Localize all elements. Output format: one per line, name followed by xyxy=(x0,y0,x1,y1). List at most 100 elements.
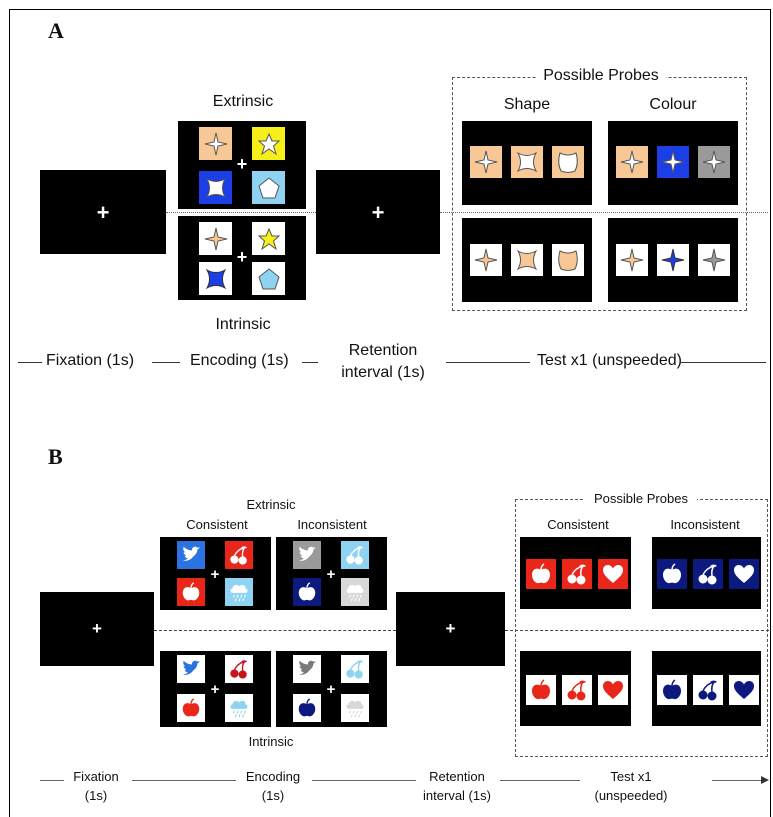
b-intrinsic-inconsistent-screen: + xyxy=(276,651,387,727)
probe-card xyxy=(511,146,543,178)
a-divider-right xyxy=(440,212,768,213)
apple-icon xyxy=(293,694,321,722)
a-fixation-screen: + xyxy=(40,170,166,254)
probe-card xyxy=(470,244,502,276)
probe-card xyxy=(616,146,648,178)
a-probe-col-colour: Colour xyxy=(649,96,697,113)
probe-card xyxy=(552,244,584,276)
a-extrinsic-screen: + xyxy=(178,121,306,209)
b-probe-consistent-intrinsic xyxy=(520,651,631,726)
a-retention-screen: + xyxy=(316,170,440,254)
b-timeline-seg xyxy=(312,780,416,781)
a-intrinsic-screen: + xyxy=(178,216,306,300)
b-fixation-screen: + xyxy=(40,592,154,666)
b-timeline-encoding: Encoding (1s) xyxy=(245,769,301,803)
b-timeline-seg xyxy=(40,780,64,781)
a-timeline-seg xyxy=(302,362,318,363)
heart-icon xyxy=(729,675,759,705)
retention-cross: + xyxy=(445,619,456,638)
a-shape-probe-intrinsic xyxy=(462,218,592,302)
arrow-right-icon xyxy=(761,776,769,784)
b-probe-consistent-extrinsic xyxy=(520,537,631,609)
b-extrinsic-consistent-screen: + xyxy=(160,537,271,610)
cherry-icon xyxy=(693,675,723,705)
bird-icon xyxy=(177,655,205,683)
encoding-cross: + xyxy=(326,566,336,583)
b-timeline-arrow-line xyxy=(712,780,764,781)
a-divider-left xyxy=(166,212,316,213)
cherry-icon xyxy=(341,655,369,683)
a-timeline-seg xyxy=(680,362,766,363)
encoding-cross: + xyxy=(210,681,220,698)
b-timeline-fixation: Fixation (1s) xyxy=(73,769,119,803)
encoding-cross: + xyxy=(326,681,336,698)
a-timeline-encoding: Encoding (1s) xyxy=(190,352,289,369)
probe-card xyxy=(511,244,543,276)
bird-icon xyxy=(177,541,205,569)
a-timeline-seg xyxy=(152,362,180,363)
bird-icon xyxy=(293,655,321,683)
heart-icon xyxy=(729,559,759,589)
b-intrinsic-consistent-screen: + xyxy=(160,651,271,727)
raincloud-icon xyxy=(341,578,369,606)
a-possible-probes-label: Possible Probes xyxy=(536,67,666,85)
b-probe-col-inconsistent: Inconsistent xyxy=(670,517,740,532)
a-shape-probe-extrinsic xyxy=(462,121,592,205)
b-inconsistent-label: Inconsistent xyxy=(297,517,367,532)
apple-icon xyxy=(177,694,205,722)
b-timeline-seg xyxy=(500,780,580,781)
figure-frame xyxy=(9,9,771,817)
probe-card xyxy=(698,146,730,178)
b-divider-left xyxy=(154,630,396,631)
yellow-shape-card xyxy=(252,222,285,255)
encoding-cross: + xyxy=(236,247,248,267)
apple-icon xyxy=(177,578,205,606)
probe-card xyxy=(657,146,689,178)
blue-shape-card xyxy=(199,262,232,295)
b-timeline-retention: Retention interval (1s) xyxy=(423,769,491,803)
peach-shape-card xyxy=(199,222,232,255)
apple-icon xyxy=(657,559,687,589)
heart-icon xyxy=(598,675,628,705)
raincloud-icon xyxy=(225,578,253,606)
b-probe-inconsistent-extrinsic xyxy=(652,537,761,609)
bird-icon xyxy=(293,541,321,569)
cherry-icon xyxy=(562,675,592,705)
a-timeline-seg xyxy=(18,362,42,363)
b-probe-col-consistent: Consistent xyxy=(547,517,609,532)
heart-icon xyxy=(598,559,628,589)
fixation-cross: + xyxy=(92,619,102,638)
cherry-icon xyxy=(693,559,723,589)
b-retention-screen: + xyxy=(396,592,505,666)
cherry-icon xyxy=(341,541,369,569)
raincloud-icon xyxy=(341,694,369,722)
a-timeline-seg xyxy=(446,362,530,363)
peach-square-card xyxy=(199,127,232,160)
a-extrinsic-label: Extrinsic xyxy=(212,93,274,110)
cherry-icon xyxy=(225,541,253,569)
cherry-icon xyxy=(225,655,253,683)
lightblue-shape-card xyxy=(252,262,285,295)
b-consistent-label: Consistent xyxy=(186,517,248,532)
a-colour-probe-intrinsic xyxy=(608,218,738,302)
b-extrinsic-label: Extrinsic xyxy=(246,497,296,512)
encoding-cross: + xyxy=(236,154,248,174)
b-intrinsic-label: Intrinsic xyxy=(248,734,294,749)
apple-icon xyxy=(526,675,556,705)
apple-icon xyxy=(657,675,687,705)
yellow-square-card xyxy=(252,127,285,160)
probe-card xyxy=(470,146,502,178)
b-extrinsic-inconsistent-screen: + xyxy=(276,537,387,610)
probe-card xyxy=(616,244,648,276)
a-colour-probe-extrinsic xyxy=(608,121,738,205)
a-timeline-fixation: Fixation (1s) xyxy=(46,352,135,369)
fixation-cross: + xyxy=(96,200,110,225)
panel-b-letter: B xyxy=(48,444,63,469)
retention-cross: + xyxy=(371,200,385,225)
a-probe-col-shape: Shape xyxy=(503,96,551,113)
a-timeline-test: Test x1 (unspeeded) xyxy=(537,352,682,369)
probe-card xyxy=(698,244,730,276)
a-timeline-retention: Retention interval (1s) xyxy=(341,342,425,381)
probe-card xyxy=(657,244,689,276)
b-divider-right xyxy=(505,630,769,631)
